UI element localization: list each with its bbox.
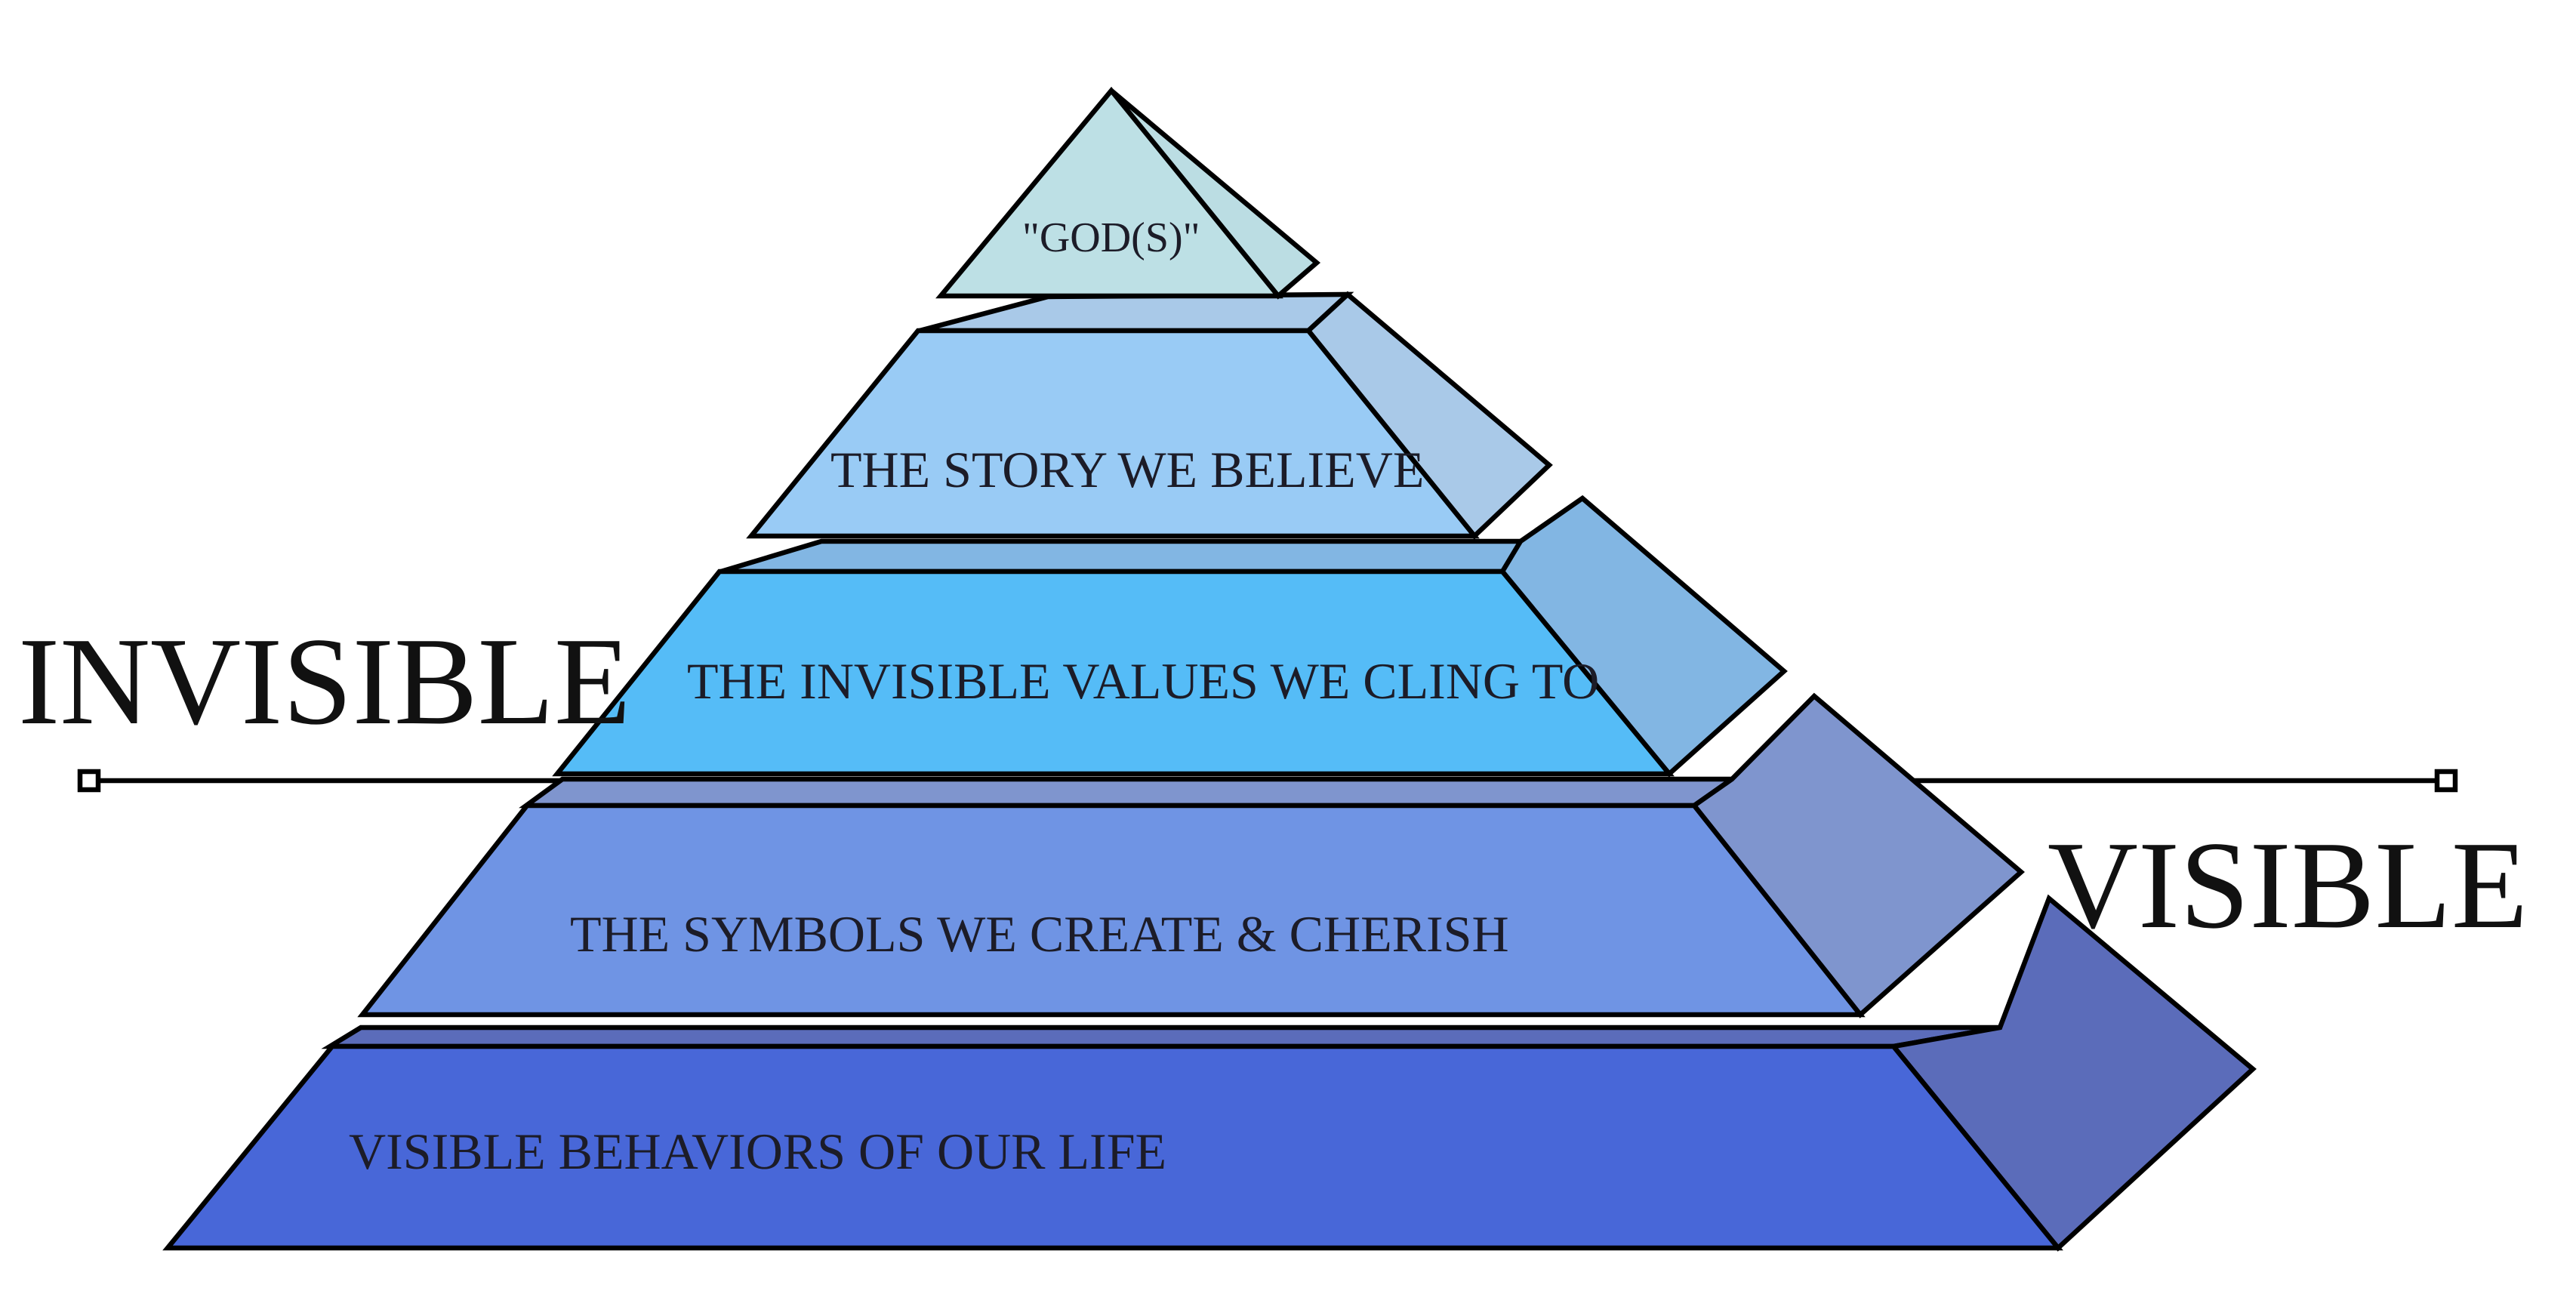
layer-base-front bbox=[162, 1043, 2063, 1251]
layer-story-ledge bbox=[919, 291, 1354, 334]
layer-values-label: THE INVISIBLE VALUES WE CLING TO bbox=[687, 652, 1599, 710]
layer-base-ledge bbox=[321, 1024, 2001, 1049]
layer-top-label: "GOD(S)" bbox=[1022, 214, 1200, 261]
layer-symbols-label: THE SYMBOLS WE CREATE & CHERISH bbox=[570, 905, 1509, 963]
layer-values: THE INVISIBLE VALUES WE CLING TO bbox=[552, 495, 1788, 778]
layer-base-label: VISIBLE BEHAVIORS OF OUR LIFE bbox=[349, 1123, 1166, 1180]
layer-top: "GOD(S)" bbox=[935, 86, 1321, 300]
layer-story: THE STORY WE BELIEVE bbox=[746, 291, 1553, 540]
layer-symbols-front bbox=[357, 803, 1866, 1018]
layer-values-front bbox=[552, 568, 1675, 777]
layer-story-label: THE STORY WE BELIEVE bbox=[830, 441, 1424, 498]
invisible-label: INVISIBLE bbox=[18, 612, 630, 750]
divider-right-handle bbox=[2434, 769, 2458, 793]
layer-story-front bbox=[746, 328, 1480, 539]
layer-base: VISIBLE BEHAVIORS OF OUR LIFE bbox=[162, 894, 2257, 1252]
layer-values-ledge bbox=[720, 538, 1567, 575]
divider-left-handle bbox=[77, 769, 101, 793]
layer-symbols: THE SYMBOLS WE CREATE & CHERISH bbox=[357, 692, 2025, 1018]
visible-label: VISIBLE bbox=[2048, 815, 2528, 954]
layer-symbols-ledge bbox=[519, 776, 1740, 809]
layer-top-front bbox=[935, 86, 1283, 299]
